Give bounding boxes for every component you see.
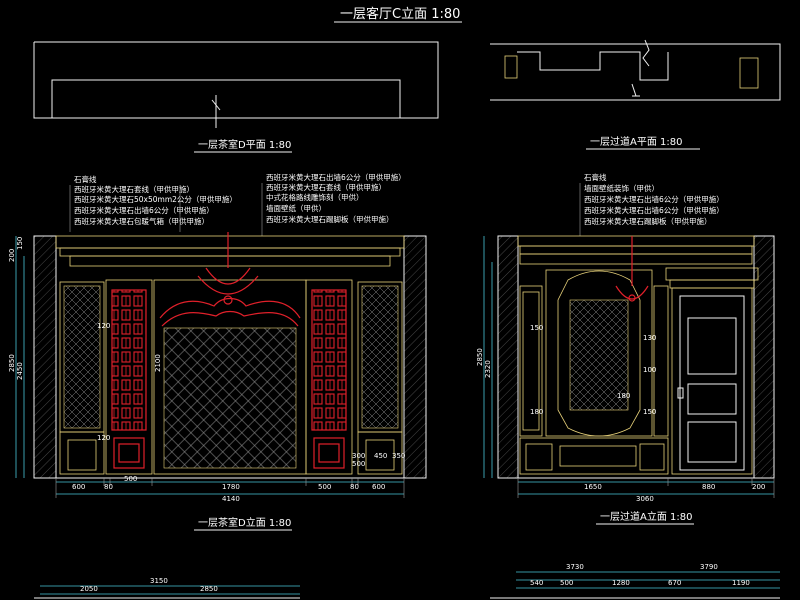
dim-bottom-9: 1190 — [732, 579, 750, 587]
dim-a-inner-3: 180 — [617, 392, 630, 400]
note-left-0: 石膏线 — [74, 174, 97, 184]
note-right-0: 石膏线 — [584, 172, 607, 182]
dim-bottom-8: 670 — [668, 579, 681, 587]
bottom-plan-left: 3150 2050 2850 — [34, 577, 300, 599]
elevation-d — [33, 232, 427, 479]
dim-d-inner-5: 500 — [352, 460, 365, 468]
dim-bottom-0: 3150 — [150, 577, 168, 585]
dim-d-5: 80 — [350, 483, 359, 491]
note-right-2: 西班牙米黄大理石出墙6公分（甲供甲施） — [584, 194, 724, 204]
dim-d-inner-4: 450 — [374, 452, 387, 460]
dim-d-4: 500 — [318, 483, 331, 491]
dim-d-total: 4140 — [222, 495, 240, 503]
note-mid-4: 西班牙米黄大理石踢脚板（甲供甲施） — [266, 214, 394, 224]
note-right-4: 西班牙米黄大理石踢脚板（甲供甲施） — [584, 216, 712, 226]
note-mid-2: 中式花格路线雕饰刻（甲供） — [266, 192, 364, 202]
elevation-a — [497, 235, 775, 479]
dim-a-inner-2: 150 — [530, 324, 543, 332]
dim-a-2: 200 — [752, 483, 765, 491]
dim-a-inner-4: 180 — [530, 408, 543, 416]
dim-a-0: 1650 — [584, 483, 602, 491]
dim-bottom-7: 1280 — [612, 579, 630, 587]
note-left-3: 西班牙米黄大理石出墙6公分（甲供甲施） — [74, 205, 214, 215]
dim-d-left-3: 150 — [16, 237, 24, 250]
dim-d-left-1: 2450 — [16, 362, 24, 380]
plan-d-title: 一层茶室D平面 1:80 — [198, 138, 291, 151]
dim-d-2: 500 — [124, 475, 137, 483]
dim-bottom-1: 2050 — [80, 585, 98, 593]
notes-left: 石膏线 西班牙米黄大理石套线（甲供甲施） 西班牙米黄大理石50x50mm2公分（… — [69, 174, 237, 232]
plan-d-outline — [33, 41, 439, 128]
dim-bottom-4: 3790 — [700, 563, 718, 571]
title-top: 一层客厅C立面 1:80 — [340, 6, 460, 22]
dim-a-left-0: 2850 — [476, 348, 484, 366]
dim-bottom-3: 3730 — [566, 563, 584, 571]
dimensions-elevation-d: 600 80 500 1780 500 80 600 4140 2850 245… — [8, 236, 405, 503]
dim-bottom-2: 2850 — [200, 585, 218, 593]
dim-bottom-5: 540 — [530, 579, 543, 587]
dim-d-inner-3: 300 — [352, 452, 365, 460]
dim-d-3: 1780 — [222, 483, 240, 491]
dim-a-inner-0: 130 — [643, 334, 656, 342]
dimensions-elevation-a: 1650 880 200 3060 2850 2320 130 100 150 … — [476, 236, 775, 503]
plan-a-outline — [490, 39, 781, 101]
dim-d-left-2: 200 — [8, 249, 16, 262]
dim-d-inner-0: 2100 — [154, 354, 162, 372]
note-mid-1: 西班牙米黄大理石套线（甲供甲施） — [266, 182, 386, 192]
note-right-3: 西班牙米黄大理石出墙6公分（甲供甲施） — [584, 205, 724, 215]
dim-d-0: 600 — [72, 483, 85, 491]
note-mid-3: 墙面壁纸（甲供） — [266, 203, 326, 213]
bottom-plan-right: 3730 3790 540 500 1280 670 1190 — [490, 563, 780, 599]
dim-d-left-0: 2850 — [8, 354, 16, 372]
dim-a-inner-5: 150 — [643, 408, 656, 416]
note-left-2: 西班牙米黄大理石50x50mm2公分（甲供甲施） — [74, 194, 237, 204]
dim-d-inner-1: 120 — [97, 322, 110, 330]
dim-d-inner-2: 120 — [97, 434, 110, 442]
dim-a-1: 880 — [702, 483, 715, 491]
note-right-1: 墙面壁纸装饰（甲供） — [584, 183, 659, 193]
dim-a-inner-1: 100 — [643, 366, 656, 374]
dim-d-1: 80 — [104, 483, 113, 491]
note-left-1: 西班牙米黄大理石套线（甲供甲施） — [74, 184, 194, 194]
dim-a-total: 3060 — [636, 495, 654, 503]
elev-a-title: 一层过道A立面 1:80 — [600, 510, 692, 523]
dim-d-inner-6: 350 — [392, 452, 405, 460]
elev-d-title: 一层茶室D立面 1:80 — [198, 516, 291, 529]
dim-a-left-1: 2320 — [484, 360, 492, 378]
notes-right: 石膏线 墙面壁纸装饰（甲供） 西班牙米黄大理石出墙6公分（甲供甲施） 西班牙米黄… — [579, 172, 724, 236]
note-mid-0: 西班牙米黄大理石出墙6公分（甲供甲施） — [266, 172, 406, 182]
note-left-4: 西班牙米黄大理石包暖气箱（甲供甲施） — [74, 216, 209, 226]
dim-d-6: 600 — [372, 483, 385, 491]
plan-a-title: 一层过道A平面 1:80 — [590, 135, 682, 148]
notes-mid: 西班牙米黄大理石出墙6公分（甲供甲施） 西班牙米黄大理石套线（甲供甲施） 中式花… — [261, 172, 406, 236]
dim-bottom-6: 500 — [560, 579, 573, 587]
